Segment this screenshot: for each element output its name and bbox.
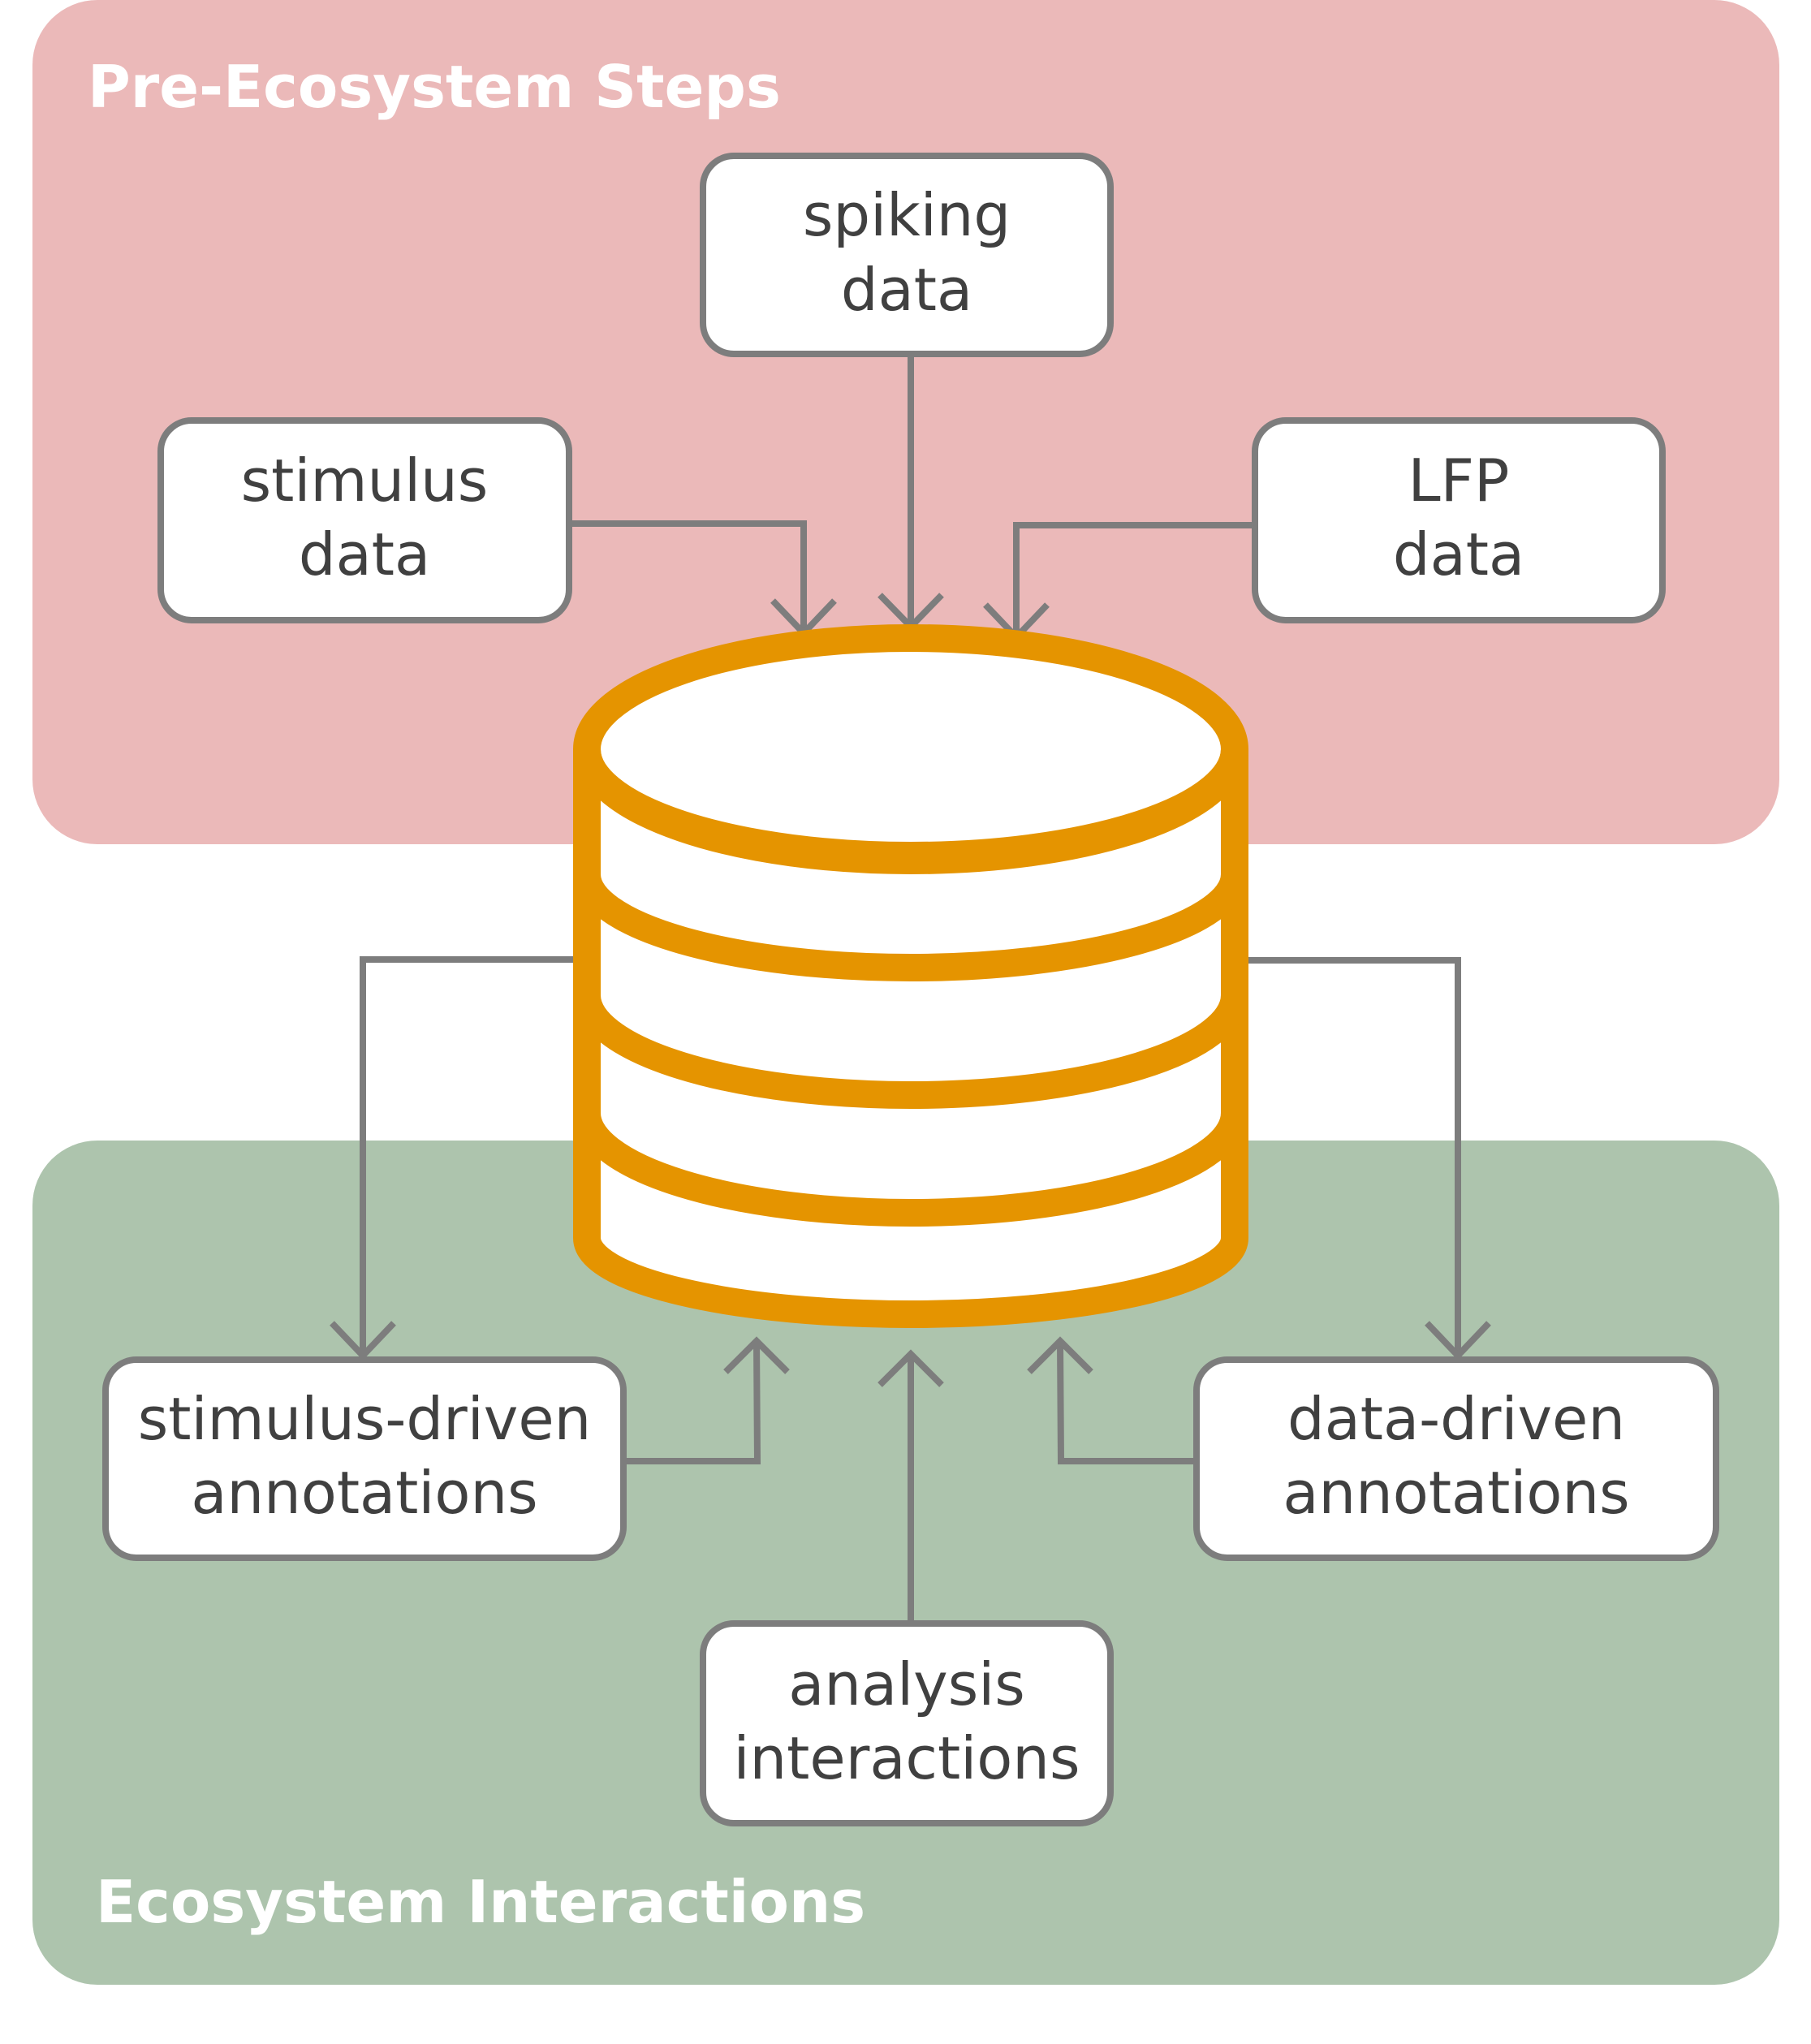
edge-stimulus-to-db xyxy=(569,520,807,633)
database-cylinder-icon xyxy=(573,624,1248,1328)
ecosystem-title: Ecosystem Interactions xyxy=(96,1868,865,1936)
node-data-driven-annotations-line1: data-driven xyxy=(1287,1385,1625,1453)
pre-ecosystem-region xyxy=(32,0,1779,844)
edge-analysis-to-db-arrowhead xyxy=(877,1349,944,1387)
node-stimulus-driven-annotations-line2: annotations xyxy=(191,1459,537,1527)
edge-db-to-data-annot xyxy=(1248,957,1461,1356)
node-stimulus-driven-annotations: stimulus-driven annotations xyxy=(102,1356,627,1561)
node-analysis-interactions-line1: analysis xyxy=(788,1650,1025,1718)
node-lfp-data-line1: LFP xyxy=(1408,446,1510,515)
ecosystem-region xyxy=(32,1141,1779,1985)
node-analysis-interactions-line2: interactions xyxy=(734,1724,1080,1792)
node-spiking-data: spiking data xyxy=(700,153,1114,357)
edge-data-annot-to-db xyxy=(1057,1340,1197,1464)
edge-db-to-stim-annot-arrowhead xyxy=(330,1321,396,1361)
node-stimulus-data: stimulus data xyxy=(157,417,572,623)
node-stimulus-data-line1: stimulus xyxy=(241,446,489,515)
node-data-driven-annotations: data-driven annotations xyxy=(1193,1356,1719,1561)
node-spiking-data-line2: data xyxy=(841,256,972,324)
edge-lfp-to-db xyxy=(1013,522,1255,637)
pre-ecosystem-title: Pre-Ecosystem Steps xyxy=(88,53,781,121)
edge-data-annot-to-db-arrowhead xyxy=(1027,1336,1093,1374)
node-spiking-data-line1: spiking xyxy=(803,181,1011,249)
edge-stim-annot-to-db-arrowhead xyxy=(723,1336,790,1374)
node-lfp-data: LFP data xyxy=(1252,417,1666,623)
connectors xyxy=(330,357,1491,1624)
node-analysis-interactions: analysis interactions xyxy=(700,1620,1114,1826)
edge-db-to-data-annot-arrowhead xyxy=(1425,1321,1491,1361)
node-stimulus-driven-annotations-line1: stimulus-driven xyxy=(138,1385,592,1453)
node-lfp-data-line2: data xyxy=(1393,520,1524,589)
node-data-driven-annotations-line2: annotations xyxy=(1283,1459,1629,1527)
edge-stim-annot-to-db xyxy=(623,1340,761,1464)
edge-db-to-stim-annot xyxy=(360,956,573,1356)
node-stimulus-data-line2: data xyxy=(299,520,430,589)
